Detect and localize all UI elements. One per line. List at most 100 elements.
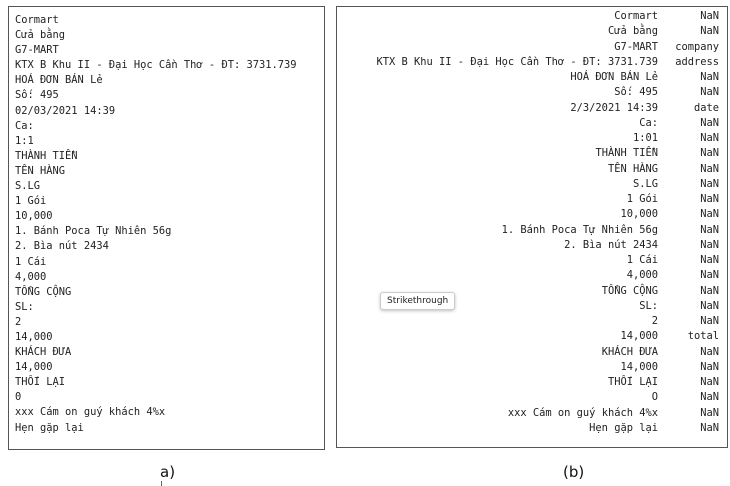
row-text: Hẹn gặp lại: [589, 421, 658, 434]
receipt-line: KTX B Khu II - Đại Học Cần Thơ - ĐT: 373…: [15, 59, 297, 72]
row-text: S.LG: [632, 177, 658, 190]
row-label: NaN: [700, 223, 719, 236]
table-row: S.LG NaN: [337, 177, 727, 192]
table-row: KTX B Khu II - Đại Học Cần Thơ - ĐT: 373…: [337, 55, 727, 70]
receipt-line: 14,000: [15, 361, 53, 374]
row-label: NaN: [700, 86, 719, 99]
row-text: O: [651, 391, 658, 404]
receipt-line: Cửa bằng: [15, 29, 66, 42]
row-label: NaN: [700, 71, 719, 83]
caption-b: (b): [563, 463, 585, 481]
receipt-line: S.LG: [15, 180, 41, 193]
row-text: TỔNG CỘNG: [601, 284, 658, 297]
row-label: NaN: [700, 193, 719, 205]
row-label: NaN: [700, 284, 719, 297]
receipt-line: 14,000: [15, 330, 53, 343]
row-text: KTX B Khu II - Đại Học Cần Thơ - ĐT: 373…: [376, 55, 658, 68]
row-text: Số: 495: [614, 86, 658, 99]
row-text: HOÁ ĐƠN BÁN Lẻ: [570, 71, 658, 83]
row-label: NaN: [700, 406, 719, 419]
row-label: address: [675, 55, 719, 68]
receipt-line: SL:: [15, 300, 34, 313]
row-text: Cửa bằng: [607, 25, 658, 38]
row-label: total: [687, 330, 719, 343]
receipt-line: 10,000: [15, 210, 53, 223]
row-label: NaN: [700, 391, 719, 404]
row-label: NaN: [700, 132, 719, 144]
table-row: TỔNG CỘNG NaN: [337, 284, 727, 299]
row-text: THỐI LẠI: [607, 376, 658, 388]
row-label: NaN: [700, 299, 719, 312]
row-text: THÀNH TIỀN: [595, 147, 658, 160]
row-text: 1:01: [632, 132, 658, 144]
caption-tick-mark: [161, 481, 162, 486]
table-row: HOÁ ĐƠN BÁN Lẻ NaN: [337, 70, 727, 85]
receipt-line: 1 Cái: [15, 255, 47, 268]
table-row: 4,000 NaN: [337, 268, 727, 283]
receipt-line: xxx Cám on guý khách 4%x: [15, 406, 166, 419]
row-label: NaN: [700, 177, 719, 190]
receipt-line: 4,000: [15, 270, 47, 283]
receipt-line: THÀNH TIỀN: [15, 149, 78, 162]
strikethrough-tooltip: Strikethrough: [380, 292, 456, 310]
row-text: 2. Bìa nút 2434: [564, 238, 658, 251]
row-text: 14,000: [620, 330, 658, 343]
row-label: NaN: [700, 116, 719, 129]
row-text: 4,000: [626, 269, 658, 282]
row-text: Cormart: [614, 10, 658, 22]
row-text: 1 Gói: [626, 193, 658, 205]
receipt-line: TỔNG CỘNG: [15, 285, 72, 298]
row-text: KHÁCH ĐƯA: [601, 345, 658, 358]
receipt-line: 1. Bánh Poca Tự Nhiên 56g: [15, 225, 172, 238]
row-label: NaN: [700, 147, 719, 160]
row-text: Ca:: [639, 116, 658, 129]
table-row: THÀNH TIỀN NaN: [337, 146, 727, 161]
receipt-line: 1:1: [15, 134, 34, 147]
row-text: 2: [651, 315, 658, 327]
table-row: Cormart NaN: [337, 9, 727, 24]
receipt-line: Hẹn gặp lại: [15, 421, 84, 434]
row-text: TÊN HÀNG: [607, 162, 658, 175]
receipt-line: G7-MART: [15, 44, 59, 57]
receipt-line: THỐI LẠI: [15, 376, 66, 389]
table-row: 10,000 NaN: [337, 207, 727, 222]
receipt-line: Ca:: [15, 119, 34, 132]
row-label: company: [675, 40, 719, 53]
receipt-line: HOÁ ĐƠN BÁN Lẻ: [15, 74, 103, 87]
row-label: NaN: [700, 10, 719, 22]
receipt-line: TÊN HÀNG: [15, 164, 66, 177]
row-text: 10,000: [620, 208, 658, 221]
table-row: O NaN: [337, 390, 727, 405]
row-label: NaN: [700, 162, 719, 175]
receipt-line: 02/03/2021 14:39: [15, 104, 116, 117]
row-text: SL:: [639, 299, 658, 312]
row-text: 2/3/2021 14:39: [570, 101, 658, 114]
row-text: 1 Cái: [626, 254, 658, 266]
receipt-line: Cormart: [15, 14, 59, 26]
table-row: 2. Bìa nút 2434 NaN: [337, 238, 727, 253]
row-label: NaN: [700, 345, 719, 358]
receipt-line: Số: 495: [15, 89, 59, 102]
row-label: NaN: [700, 269, 719, 282]
row-label: NaN: [700, 25, 719, 38]
table-row: Cửa bằng NaN: [337, 24, 727, 39]
table-row: TÊN HÀNG NaN: [337, 162, 727, 177]
row-label: NaN: [700, 421, 719, 434]
row-label: NaN: [700, 238, 719, 251]
row-text: 14,000: [620, 360, 658, 373]
receipt-line: 1 Gói: [15, 195, 47, 208]
table-row: KHÁCH ĐƯA NaN: [337, 345, 727, 360]
table-row: 14,000 total: [337, 329, 727, 344]
row-label: NaN: [700, 208, 719, 221]
table-row: 1:01 NaN: [337, 131, 727, 146]
